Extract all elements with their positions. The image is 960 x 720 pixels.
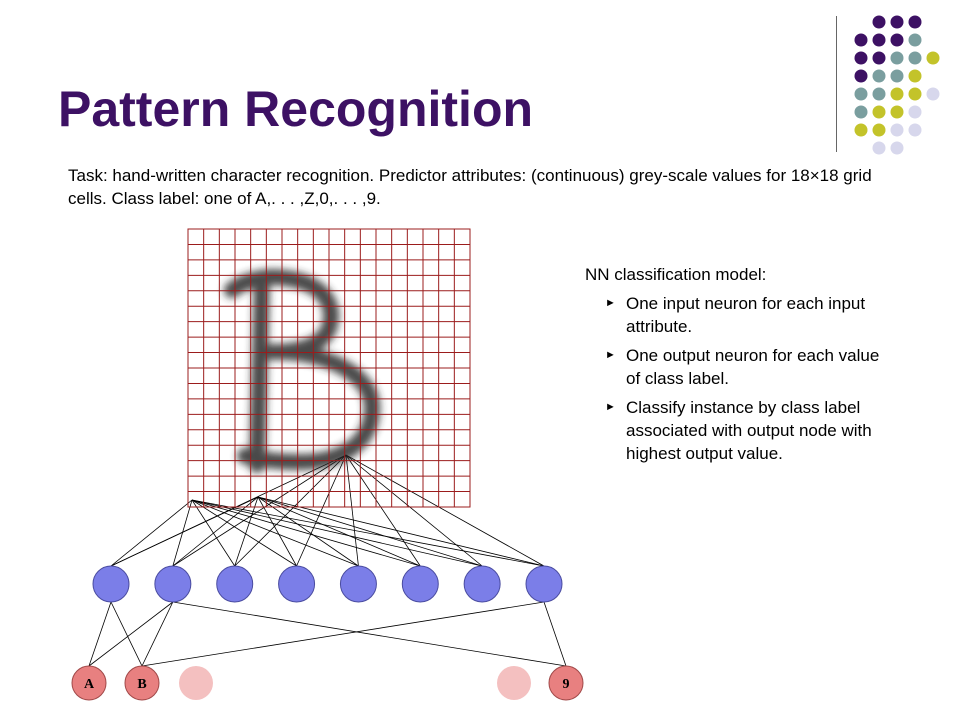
connection-line — [257, 496, 359, 567]
connection-line — [110, 601, 143, 667]
connection-line — [141, 601, 174, 667]
decor-dot — [890, 69, 904, 83]
decor-dot — [890, 141, 904, 155]
handwritten-character-b — [224, 269, 381, 473]
connection-line — [257, 496, 545, 567]
output-neuron-label: A — [84, 677, 95, 692]
decor-dot — [908, 33, 922, 47]
connection-line — [172, 496, 259, 567]
decorative-dot-grid — [854, 15, 940, 155]
decor-dot — [890, 87, 904, 101]
nn-model-title: NN classification model: — [585, 265, 767, 284]
connection-line — [234, 496, 259, 567]
decor-dot — [854, 33, 868, 47]
triangle-bullet-icon: ► — [605, 401, 616, 413]
connection-line — [345, 454, 483, 567]
nn-model-panel: NN classification model: ► One input neu… — [585, 263, 885, 471]
decor-dot — [872, 87, 886, 101]
hidden-neuron — [154, 565, 192, 603]
decor-dot — [908, 105, 922, 119]
connection-line — [172, 601, 567, 667]
nn-bullet-item: ► One input neuron for each input attrib… — [585, 292, 885, 338]
network-connections — [88, 454, 567, 667]
decor-dot — [890, 105, 904, 119]
connection-line — [345, 454, 359, 567]
nn-bullet-item: ► Classify instance by class label assoc… — [585, 396, 885, 465]
output-neuron-label: 9 — [563, 677, 570, 692]
connection-line — [345, 454, 421, 567]
connection-line — [257, 496, 421, 567]
connection-line — [88, 601, 174, 667]
connection-line — [110, 499, 193, 567]
nn-bullet-text: One input neuron for each input attribut… — [626, 294, 866, 336]
connection-line — [234, 454, 347, 567]
decor-dot — [872, 141, 886, 155]
decor-dot — [926, 87, 940, 101]
hidden-neuron — [92, 565, 130, 603]
decor-dot — [908, 51, 922, 65]
hidden-neuron — [339, 565, 377, 603]
decor-dot — [908, 123, 922, 137]
connection-line — [110, 454, 347, 567]
hidden-neuron — [216, 565, 254, 603]
connection-line — [191, 499, 297, 567]
connection-line — [172, 499, 193, 567]
hidden-layer — [92, 565, 563, 603]
connection-line — [88, 601, 112, 667]
decor-dot — [872, 15, 886, 29]
connection-line — [345, 454, 545, 567]
decor-dot — [872, 123, 886, 137]
decor-dot — [872, 105, 886, 119]
nn-bullet-text: One output neuron for each value of clas… — [626, 346, 880, 388]
hidden-neuron — [401, 565, 439, 603]
decor-dot — [872, 51, 886, 65]
decor-dot — [908, 87, 922, 101]
output-neuron — [71, 665, 107, 701]
triangle-bullet-icon: ► — [605, 349, 616, 361]
decor-dot — [908, 69, 922, 83]
connection-line — [257, 496, 483, 567]
decor-dot — [890, 51, 904, 65]
nn-model-bullets: ► One input neuron for each input attrib… — [585, 292, 885, 465]
nn-bullet-text: Classify instance by class label associa… — [626, 398, 872, 463]
output-layer: A B 9 — [71, 665, 584, 701]
decor-dot — [908, 15, 922, 29]
hidden-neuron — [463, 565, 501, 603]
decor-dot — [854, 105, 868, 119]
hidden-neuron — [525, 565, 563, 603]
decor-dot — [872, 33, 886, 47]
output-neuron — [179, 666, 213, 700]
connection-line — [172, 454, 347, 567]
decor-dot — [854, 69, 868, 83]
decor-dot — [854, 123, 868, 137]
connection-line — [141, 601, 545, 667]
header-divider — [836, 16, 837, 152]
nn-bullet-item: ► One output neuron for each value of cl… — [585, 344, 885, 390]
decor-dot — [926, 51, 940, 65]
connection-line — [191, 499, 421, 567]
hidden-neuron — [278, 565, 316, 603]
decor-dot — [854, 87, 868, 101]
connection-line — [296, 454, 347, 567]
page-title: Pattern Recognition — [58, 81, 534, 137]
connection-line — [191, 499, 359, 567]
decor-dot — [872, 69, 886, 83]
connection-line — [191, 499, 545, 567]
decor-dot — [890, 15, 904, 29]
output-neuron — [497, 666, 531, 700]
decor-dot — [890, 33, 904, 47]
connection-line — [191, 499, 483, 567]
output-neuron-label: B — [137, 677, 146, 692]
connection-line — [257, 496, 297, 567]
output-neuron — [548, 665, 584, 701]
task-description: Task: hand-written character recognition… — [68, 166, 872, 208]
triangle-bullet-icon: ► — [605, 297, 616, 309]
output-neuron — [124, 665, 160, 701]
decor-dot — [890, 123, 904, 137]
decor-dot — [854, 51, 868, 65]
connection-line — [543, 601, 567, 667]
input-grid-18x18 — [187, 228, 471, 508]
